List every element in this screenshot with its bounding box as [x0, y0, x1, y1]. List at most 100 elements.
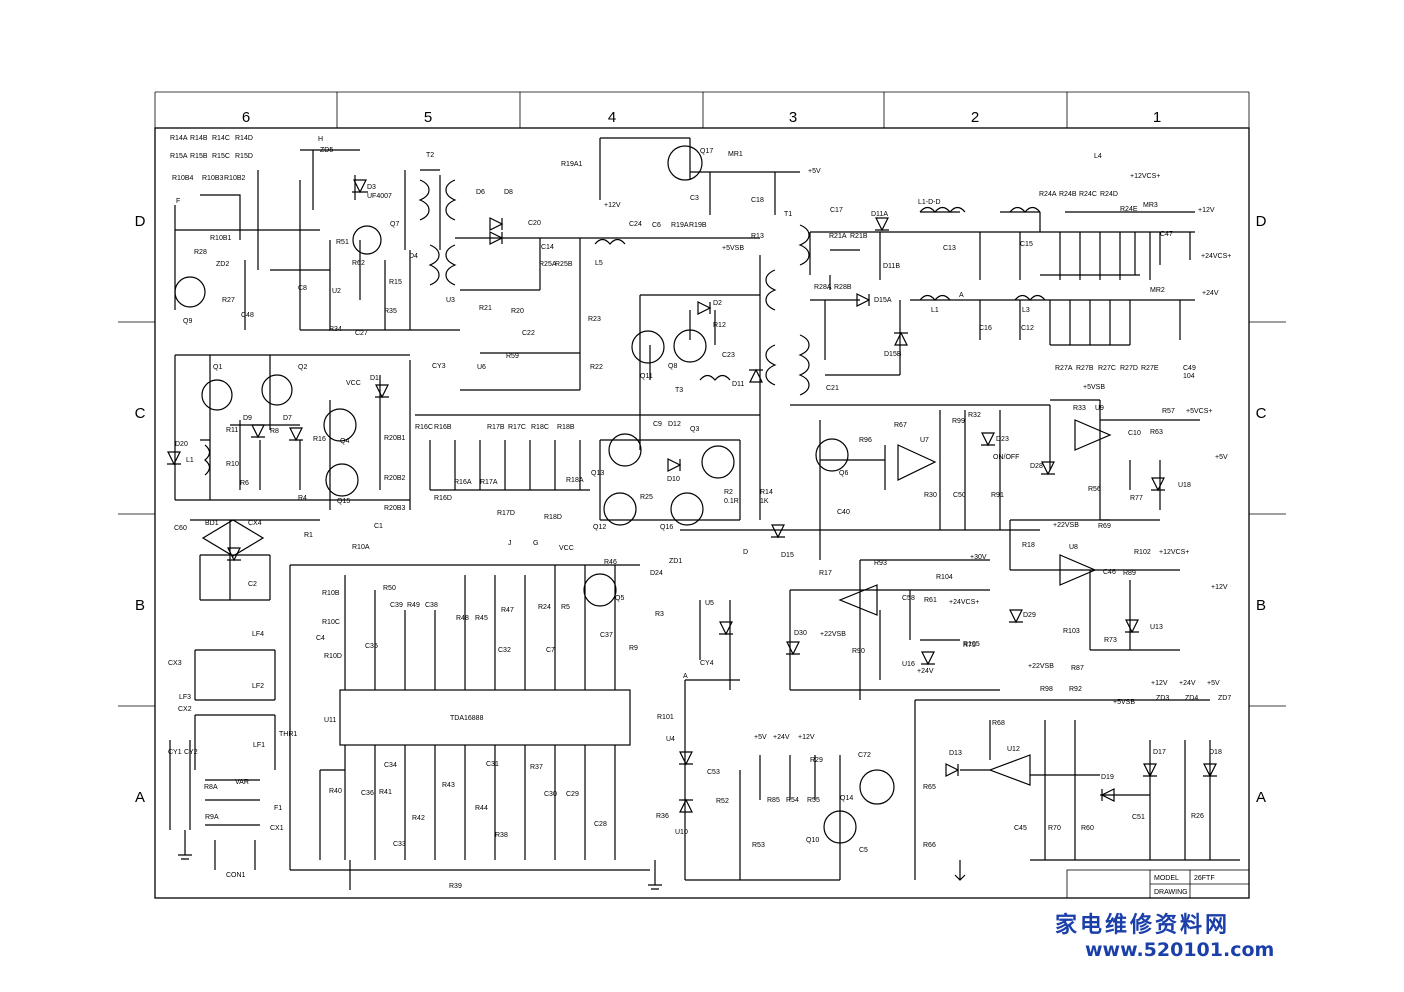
component-label-opto: R75	[963, 642, 976, 649]
component-label-opto: C58	[902, 595, 915, 602]
component-label-ovp: R70	[1048, 825, 1061, 832]
component-label-sec24: R27A	[1055, 365, 1073, 372]
component-label-bridge: LF3	[179, 694, 191, 701]
component-label-sec12: R24C	[1079, 191, 1097, 198]
component-label-main_sw: R59	[506, 353, 519, 360]
component-label-sec24: C16	[979, 325, 992, 332]
component-label-opto: R101	[657, 714, 674, 721]
component-label-ic: R41	[379, 789, 392, 796]
component-label-ic: TDA16888	[450, 715, 484, 722]
component-label-control: +5V	[1215, 454, 1228, 461]
component-label-ic: C7	[546, 647, 555, 654]
bridge-bd1-body	[201, 519, 265, 557]
component-label-main_sw: L5	[595, 260, 603, 267]
diode-d30-symbol	[786, 641, 800, 656]
transistor-q2-symbol	[261, 374, 293, 406]
component-label-start: R62	[352, 260, 365, 267]
component-label-ovp: R26	[1191, 813, 1204, 820]
component-label-opto: R29	[810, 757, 823, 764]
component-label-main_sw: R22	[590, 364, 603, 371]
component-label-opto: U5	[705, 600, 714, 607]
component-label-bridge: F1	[274, 805, 282, 812]
opamp-u16-symbol	[838, 584, 878, 616]
component-label-pfc: D9	[243, 415, 252, 422]
component-label-drive: J	[508, 540, 512, 547]
component-label-drive: Q13	[591, 470, 604, 477]
component-label-ic: C34	[384, 762, 397, 769]
diode-d15b-symbol	[894, 331, 908, 346]
component-label-opto: U10	[675, 829, 688, 836]
zone-row-b-right: B	[1256, 597, 1266, 614]
component-label-ovp: R102	[1134, 549, 1151, 556]
component-label-control: R96	[859, 437, 872, 444]
component-label-bridge: LF2	[252, 683, 264, 690]
component-label-ic: R46	[604, 559, 617, 566]
component-label-control: C50	[953, 492, 966, 499]
component-label-start: U3	[446, 297, 455, 304]
component-label-bridge: R8A	[204, 784, 218, 791]
component-label-pfc: R20B2	[384, 475, 406, 482]
component-label-ic: R43	[442, 782, 455, 789]
component-label-ovp: +5VSB	[1113, 699, 1135, 706]
zone-column-labels: 6 5 4 3 2 1	[242, 109, 1161, 126]
component-label-main_sw: D6	[476, 189, 485, 196]
component-label-ic: R10B	[322, 590, 340, 597]
component-label-opto: R52	[716, 798, 729, 805]
component-label-main_sw: C3	[690, 195, 699, 202]
component-label-input: R28	[194, 249, 207, 256]
component-label-main_sw: C14	[541, 244, 554, 251]
component-label-ovp: D19	[1101, 774, 1114, 781]
component-label-pfc: Q4	[340, 438, 349, 445]
component-label-sec12: R28B	[834, 284, 852, 291]
component-label-bridge: VAR	[235, 779, 249, 786]
component-label-control: R67	[894, 422, 907, 429]
component-label-ovp: ZD4	[1185, 695, 1198, 702]
component-label-drive: R17B	[487, 424, 505, 431]
component-label-pfc: Q1	[213, 364, 222, 371]
component-label-ic: C39	[390, 602, 403, 609]
component-label-opto: +30V	[970, 554, 987, 561]
component-label-opto: +24V	[773, 734, 790, 741]
transistor-q14-symbol	[859, 769, 895, 805]
component-label-control: C10	[1128, 430, 1141, 437]
transistor-q15-symbol	[325, 463, 359, 497]
component-label-pfc: R10	[226, 461, 239, 468]
component-label-ic: R37	[530, 764, 543, 771]
component-label-pfc: C1	[374, 523, 383, 530]
component-label-opto: C72	[858, 752, 871, 759]
component-label-sec12: R24B	[1059, 191, 1077, 198]
inductor-l4-symbol	[1009, 206, 1041, 213]
component-label-drive: D	[743, 549, 748, 556]
component-label-sec24: D15A	[874, 297, 892, 304]
component-label-ic: U11	[324, 717, 336, 724]
component-label-bridge: CX3	[168, 660, 182, 667]
component-label-main_sw: C24	[629, 221, 642, 228]
diode-d20-symbol	[167, 451, 181, 466]
component-label-drive: D10	[667, 476, 680, 483]
zone-col-4: 4	[608, 109, 616, 126]
wiring	[169, 137, 1240, 890]
component-label-sec12: +24VCS+	[1201, 253, 1231, 260]
component-label-drive: R18A	[566, 477, 584, 484]
component-label-ovp: D18	[1209, 749, 1222, 756]
component-label-bridge: C60	[174, 525, 187, 532]
component-label-drive: Q11	[640, 373, 653, 380]
zone-row-labels: D C B A D C B A	[135, 213, 1267, 806]
transistor-q8-symbol	[673, 329, 707, 363]
component-label-sec12: C47	[1160, 231, 1173, 238]
component-label-pfc: R16	[313, 436, 326, 443]
component-label-bridge: BD1	[205, 520, 219, 527]
component-label-control: D28	[1030, 463, 1043, 470]
component-label-drive: R14	[760, 489, 773, 496]
component-label-control: ON/OFF	[993, 454, 1019, 461]
component-label-main_sw: C18	[751, 197, 764, 204]
diode-d1-symbol	[375, 384, 389, 399]
component-label-sec12: R21B	[850, 233, 868, 240]
component-label-opto: Q10	[806, 837, 819, 844]
component-label-control: R91	[991, 492, 1004, 499]
component-label-opto: R105	[963, 641, 980, 648]
component-label-drive: 1K	[760, 498, 769, 505]
component-label-input: C48	[241, 312, 254, 319]
component-label-start: C8	[298, 285, 307, 292]
transistor-symbols	[174, 145, 895, 844]
